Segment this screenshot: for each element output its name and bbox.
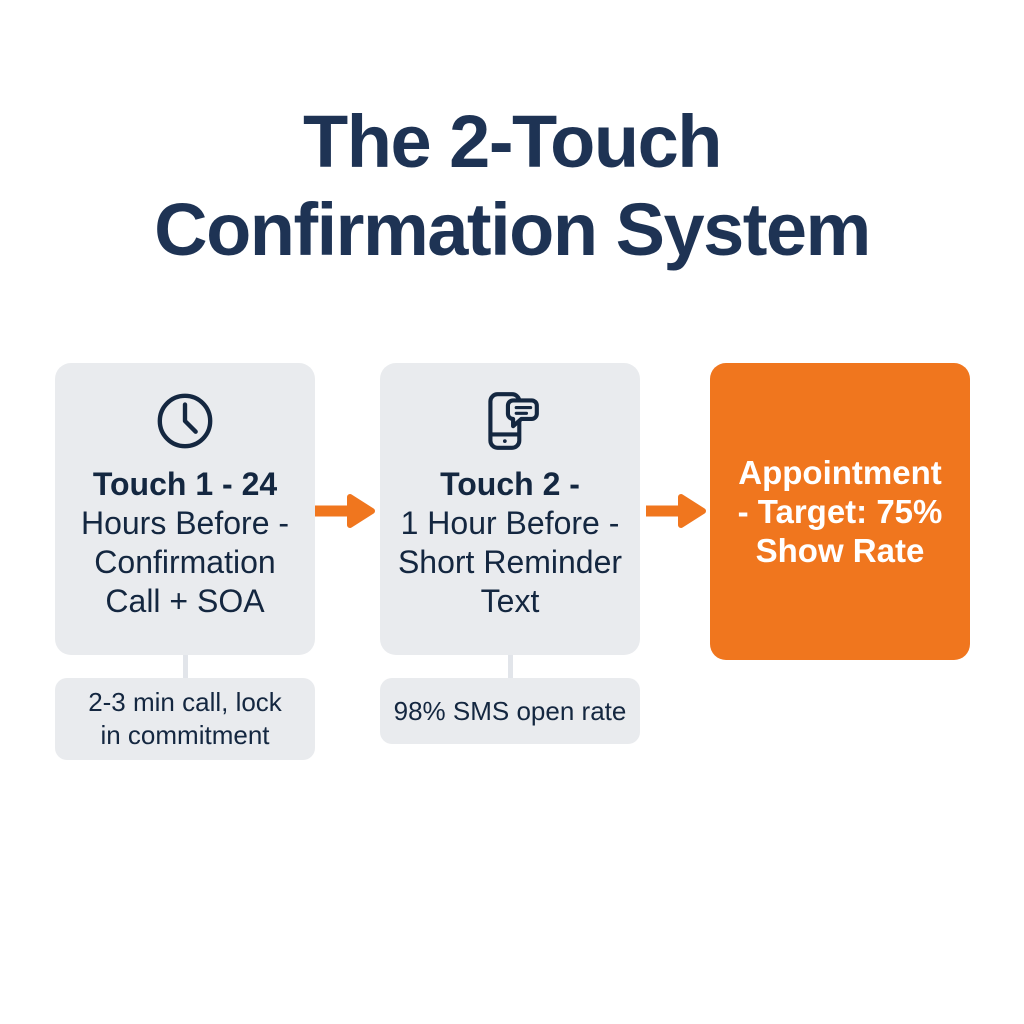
note-card-touch-1: 2-3 min call, lock in commitment bbox=[55, 678, 315, 760]
step-heading-line: Hours Before - bbox=[80, 505, 290, 541]
step-heading-line: 1 Hour Before - bbox=[400, 505, 620, 541]
title-line-2: Confirmation System bbox=[154, 188, 871, 271]
result-text: Appointment - Target: 75% Show Rate bbox=[738, 453, 943, 570]
connector-line-step-2 bbox=[508, 655, 513, 680]
step-card-touch-2: Touch 2 - 1 Hour Before - Short Reminder… bbox=[380, 363, 640, 655]
step-heading-line: Touch 1 - 24 bbox=[92, 466, 278, 502]
step-heading-line: Confirmation bbox=[94, 544, 276, 580]
step-heading-line: Touch 2 - bbox=[440, 466, 580, 502]
result-line: - Target: 75% bbox=[737, 493, 943, 530]
step-heading-line: Text bbox=[480, 583, 540, 619]
title-line-1: The 2-Touch bbox=[303, 100, 722, 183]
result-card-appointment: Appointment - Target: 75% Show Rate bbox=[710, 363, 970, 660]
step-heading-touch-2: Touch 2 - 1 Hour Before - Short Reminder… bbox=[398, 465, 622, 621]
note-line: 2-3 min call, lock bbox=[88, 687, 282, 717]
note-line: in commitment bbox=[100, 720, 270, 750]
step-heading-line: Call + SOA bbox=[105, 583, 265, 619]
result-line: Show Rate bbox=[755, 532, 925, 569]
step-heading-line: Short Reminder bbox=[397, 544, 623, 580]
clock-icon bbox=[154, 388, 216, 454]
phone-message-icon bbox=[477, 388, 543, 454]
page-title: The 2-Touch Confirmation System bbox=[0, 98, 1024, 274]
note-text-touch-1: 2-3 min call, lock in commitment bbox=[88, 686, 282, 752]
arrow-right-icon bbox=[313, 487, 377, 535]
note-line: 98% SMS open rate bbox=[393, 695, 627, 726]
connector-line-step-1 bbox=[183, 655, 188, 680]
step-heading-touch-1: Touch 1 - 24 Hours Before - Confirmation… bbox=[81, 465, 289, 621]
arrow-right-icon bbox=[644, 487, 708, 535]
note-card-touch-2: 98% SMS open rate bbox=[380, 678, 640, 744]
step-card-touch-1: Touch 1 - 24 Hours Before - Confirmation… bbox=[55, 363, 315, 655]
note-text-touch-2: 98% SMS open rate bbox=[394, 695, 627, 728]
result-line: Appointment bbox=[738, 454, 942, 491]
